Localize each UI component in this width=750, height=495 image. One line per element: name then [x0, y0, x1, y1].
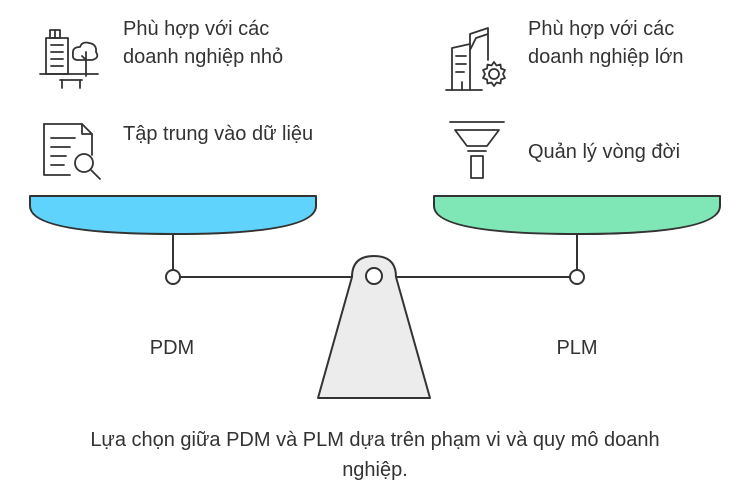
right-pan	[433, 195, 721, 235]
right-item-large-business: Phù hợp với các doanh nghiệp lớn	[528, 18, 684, 68]
left-item-small-business: Phù hợp với các doanh nghiệp nhỏ	[123, 18, 284, 68]
diagram-caption: Lựa chọn giữa PDM và PLM dựa trên phạm v…	[0, 425, 750, 485]
caption-line-2: nghiệp.	[342, 459, 408, 481]
left-pan	[29, 195, 317, 235]
right-item-lifecycle: Quản lý vòng đời	[528, 141, 681, 163]
right-hanger-joint	[569, 269, 585, 285]
left-pan-label: PDM	[149, 337, 195, 359]
caption-line-1: Lựa chọn giữa PDM và PLM dựa trên phạm v…	[90, 429, 660, 451]
fulcrum	[317, 255, 431, 399]
funnel-icon	[449, 121, 505, 179]
left-hanger-joint	[165, 269, 181, 285]
left-item-data-focus: Tập trung vào dữ liệu	[123, 123, 314, 145]
enterprise-buildings-icon	[445, 27, 506, 91]
small-business-icon	[39, 29, 99, 89]
right-pan-label: PLM	[556, 337, 598, 359]
fulcrum-pivot	[365, 267, 383, 285]
document-search-icon	[43, 123, 101, 180]
